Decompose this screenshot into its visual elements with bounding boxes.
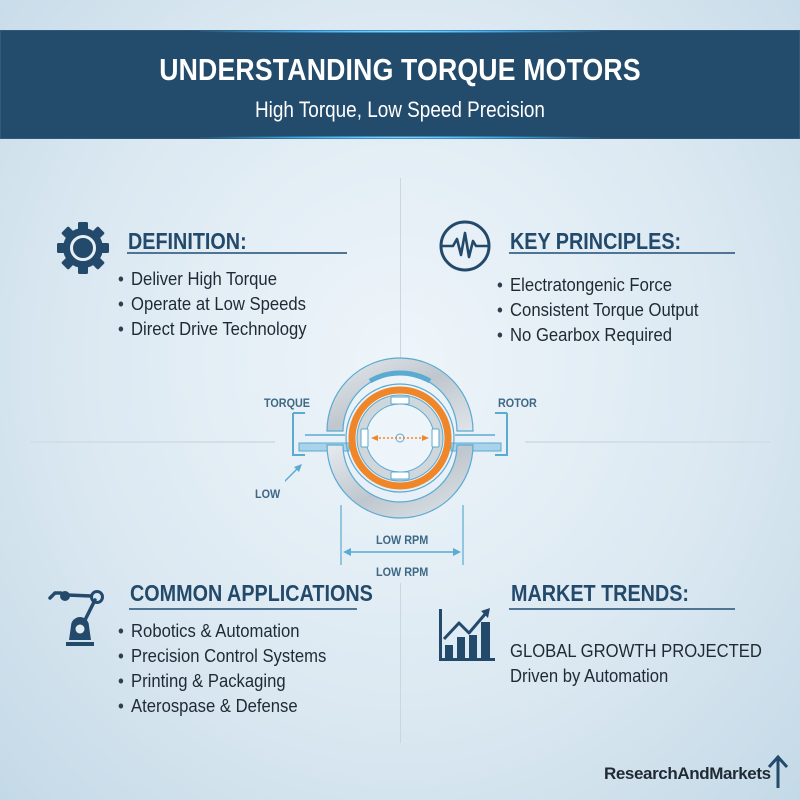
applications-rule bbox=[129, 608, 357, 610]
torque-motor-illustration bbox=[285, 357, 508, 565]
rotor-label: ROTOR bbox=[498, 396, 537, 410]
market-trends-line: Driven by Automation bbox=[510, 665, 669, 686]
page-title: UNDERSTANDING TORQUE MOTORS bbox=[159, 52, 641, 87]
low-rpm-label-bottom: LOW RPM bbox=[376, 565, 429, 579]
waveform-circle-icon bbox=[439, 220, 491, 272]
page-subtitle: High Torque, Low Speed Precision bbox=[255, 97, 545, 122]
low-rpm-label-top: LOW RPM bbox=[376, 533, 429, 547]
definition-list: Deliver High Torque Operate at Low Speed… bbox=[118, 266, 328, 341]
list-item: Operate at Low Speeds bbox=[118, 291, 307, 316]
header-banner: UNDERSTANDING TORQUE MOTORS High Torque,… bbox=[0, 30, 800, 139]
market-trends-rule bbox=[509, 608, 735, 610]
list-item: Deliver High Torque bbox=[118, 266, 307, 291]
vertical-divider-bottom bbox=[400, 583, 401, 743]
low-label: LOW bbox=[255, 487, 281, 501]
list-item: Aterospase & Defense bbox=[118, 693, 326, 718]
list-item: Precision Control Systems bbox=[118, 643, 326, 668]
brand-logo-text: ResearchAndMarkets bbox=[604, 764, 771, 783]
definition-rule bbox=[127, 252, 347, 254]
list-item: Direct Drive Technology bbox=[118, 316, 307, 341]
definition-title: DEFINITION: bbox=[128, 228, 247, 254]
market-trends-line: GLOBAL GROWTH PROJECTED bbox=[510, 640, 762, 661]
gear-icon bbox=[57, 222, 109, 274]
market-trends-text: GLOBAL GROWTH PROJECTED Driven by Automa… bbox=[510, 638, 790, 688]
robot-arm-icon bbox=[48, 590, 104, 646]
key-principles-rule bbox=[509, 252, 735, 254]
market-trends-title: MARKET TRENDS: bbox=[511, 580, 690, 606]
horizontal-divider-left bbox=[30, 441, 275, 443]
list-item: No Gearbox Required bbox=[497, 322, 699, 347]
key-principles-title: KEY PRINCIPLES: bbox=[510, 228, 682, 254]
list-item: Consistent Torque Output bbox=[497, 297, 699, 322]
list-item: Electratongenic Force bbox=[497, 272, 699, 297]
vertical-divider-top bbox=[400, 178, 401, 368]
applications-list: Robotics & Automation Precision Control … bbox=[118, 618, 349, 718]
key-principles-list: Electratongenic Force Consistent Torque … bbox=[497, 272, 721, 347]
growth-chart-icon bbox=[439, 608, 495, 661]
torque-label: TORQUE bbox=[264, 396, 311, 410]
list-item: Printing & Packaging bbox=[118, 668, 326, 693]
up-arrow-icon bbox=[767, 754, 789, 788]
applications-title: COMMON APPLICATIONS bbox=[130, 580, 373, 606]
list-item: Robotics & Automation bbox=[118, 618, 326, 643]
horizontal-divider-right bbox=[525, 441, 770, 443]
